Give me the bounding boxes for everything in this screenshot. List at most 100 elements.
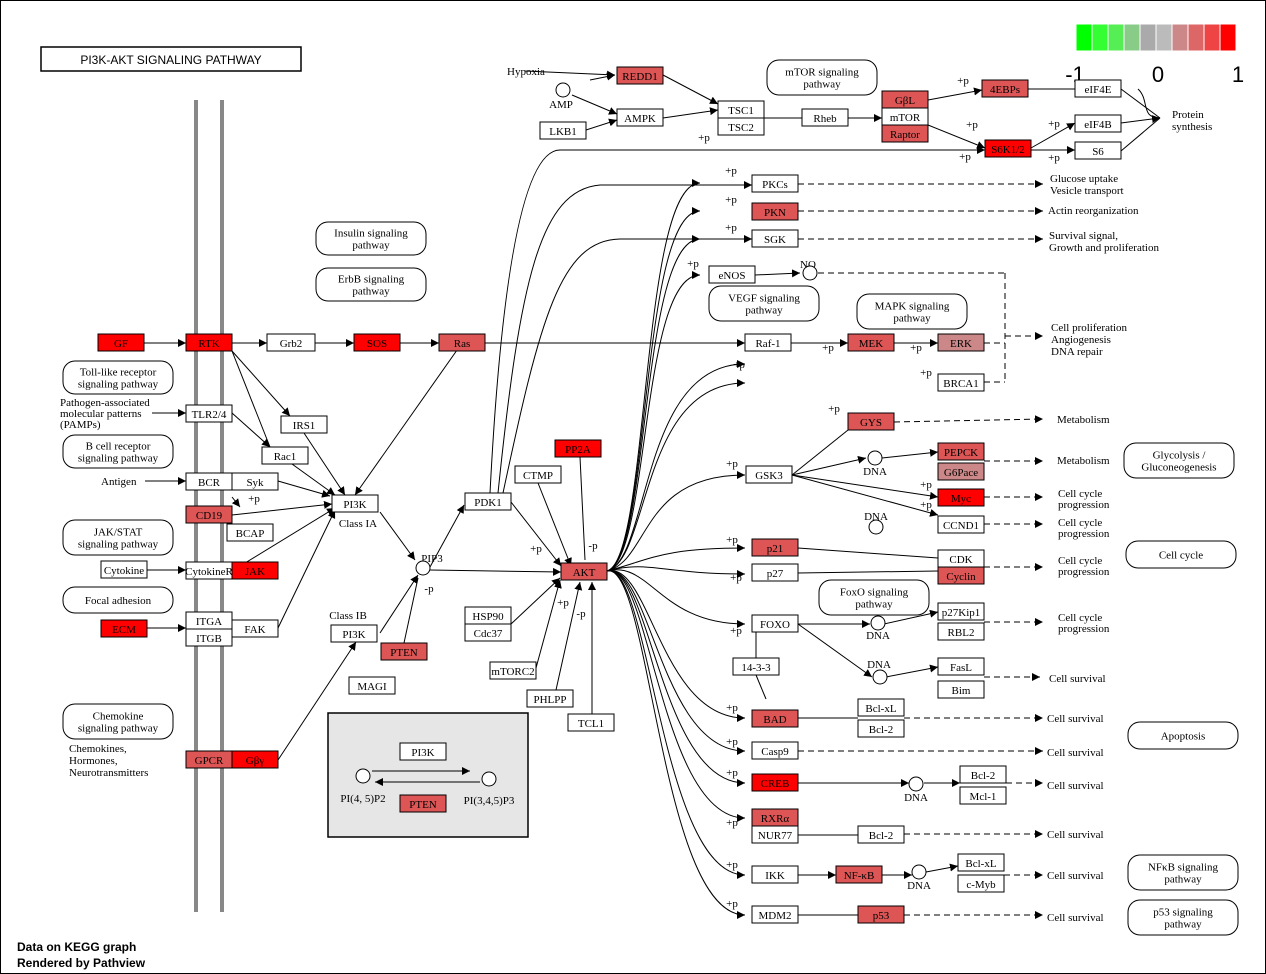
- node-bim[interactable]: [937, 680, 985, 699]
- node-gf[interactable]: [97, 333, 145, 352]
- node-pten[interactable]: [380, 642, 428, 661]
- node-rac1[interactable]: [261, 446, 309, 465]
- node-jak[interactable]: [231, 561, 279, 580]
- node-mcl1[interactable]: [959, 786, 1007, 805]
- node-ctmp[interactable]: [514, 465, 562, 484]
- pathway-nfkbpw[interactable]: [1127, 854, 1239, 891]
- node-g6pace[interactable]: [937, 462, 985, 481]
- pathway-jakstat[interactable]: [62, 519, 174, 556]
- node-rheb[interactable]: [801, 108, 849, 127]
- node-sgk[interactable]: [751, 229, 799, 248]
- node-ikk[interactable]: [751, 865, 799, 884]
- node-pepck[interactable]: [937, 442, 985, 461]
- note-dna: DNA: [904, 792, 928, 804]
- node-ampk[interactable]: [616, 108, 664, 127]
- node-eif4e[interactable]: [1074, 79, 1122, 98]
- node-bcap[interactable]: [226, 523, 274, 542]
- node-tcl1[interactable]: [567, 713, 615, 732]
- node-nur77[interactable]: [751, 825, 799, 844]
- node-erk[interactable]: [937, 333, 985, 352]
- node-pi3k[interactable]: [331, 494, 379, 513]
- node-ecm[interactable]: [100, 619, 148, 638]
- node-pp2a[interactable]: [554, 439, 602, 458]
- node-bclxl2[interactable]: [957, 853, 1005, 872]
- node-ras[interactable]: [438, 333, 486, 352]
- node-mtorc2[interactable]: [489, 661, 537, 680]
- node-pdk1[interactable]: [464, 492, 512, 511]
- node-enos[interactable]: [708, 265, 756, 284]
- node-4ebps[interactable]: [981, 79, 1029, 98]
- node-1433[interactable]: [732, 657, 780, 676]
- node-tsc2[interactable]: [717, 117, 765, 136]
- pathway-tlrpw[interactable]: [62, 360, 174, 395]
- note-metab: Metabolism: [1057, 455, 1110, 467]
- node-pkn[interactable]: [751, 202, 799, 221]
- node-casp9[interactable]: [751, 741, 799, 760]
- node-redd1[interactable]: [616, 66, 664, 85]
- node-eif4b[interactable]: [1074, 114, 1122, 133]
- node-creb[interactable]: [751, 773, 799, 792]
- node-p53[interactable]: [857, 905, 905, 924]
- pathway-mtorpw[interactable]: [766, 59, 878, 96]
- node-foxo[interactable]: [751, 614, 799, 633]
- node-p27[interactable]: [751, 563, 799, 582]
- node-bcl2c[interactable]: [857, 825, 905, 844]
- node-gby[interactable]: [231, 750, 279, 769]
- pathway-glyco[interactable]: [1123, 442, 1235, 479]
- node-inset_pten[interactable]: [399, 794, 447, 813]
- pathway-mapk[interactable]: [856, 293, 968, 330]
- node-rtk[interactable]: [185, 333, 233, 352]
- node-cytokine[interactable]: [100, 560, 148, 579]
- node-cd19[interactable]: [185, 505, 233, 524]
- node-lkb1[interactable]: [539, 121, 587, 140]
- node-cdc37[interactable]: [464, 623, 512, 642]
- pathway-erbb[interactable]: [315, 267, 427, 302]
- node-p21[interactable]: [751, 538, 799, 557]
- node-mek[interactable]: [847, 333, 895, 352]
- node-pkcs[interactable]: [751, 174, 799, 193]
- pathway-vegf[interactable]: [708, 285, 820, 322]
- node-phlpp[interactable]: [526, 689, 574, 708]
- node-syk[interactable]: [231, 472, 279, 491]
- pathway-insulin[interactable]: [315, 221, 427, 256]
- node-inset_pi3k[interactable]: [399, 742, 447, 761]
- pathway-cellcycle[interactable]: [1125, 540, 1237, 569]
- note-plusp: +p: [828, 403, 840, 415]
- node-irs1[interactable]: [280, 415, 328, 434]
- node-p27kip1[interactable]: [937, 602, 985, 621]
- note-cellsurv: Cell survival: [1047, 747, 1104, 759]
- node-raptor[interactable]: [881, 124, 929, 143]
- node-tlr[interactable]: [185, 404, 233, 423]
- node-brca1[interactable]: [937, 373, 985, 392]
- node-akt[interactable]: [560, 562, 608, 581]
- node-sos[interactable]: [353, 333, 401, 352]
- node-mdm2[interactable]: [751, 905, 799, 924]
- node-grb2[interactable]: [266, 333, 316, 352]
- node-bcl2b[interactable]: [959, 765, 1007, 784]
- node-bclxl[interactable]: [857, 698, 905, 717]
- node-ccnd1[interactable]: [937, 515, 985, 534]
- node-pi3kb[interactable]: [330, 624, 378, 643]
- pathway-p53pw[interactable]: [1127, 899, 1239, 936]
- node-gys[interactable]: [847, 412, 895, 431]
- node-bcl2a[interactable]: [857, 719, 905, 738]
- node-fak[interactable]: [231, 619, 279, 638]
- node-rbl2[interactable]: [937, 622, 985, 641]
- inset-pi345-label: PI(3,4,5)P3: [464, 795, 515, 807]
- node-nfkb[interactable]: [835, 865, 883, 884]
- node-s6[interactable]: [1074, 141, 1122, 160]
- node-cyclin[interactable]: [937, 566, 985, 585]
- node-raf1[interactable]: [744, 333, 792, 352]
- pathway-focal[interactable]: [62, 586, 174, 614]
- pathway-apoptosis[interactable]: [1127, 721, 1239, 750]
- node-bad[interactable]: [751, 709, 799, 728]
- pathway-foxopw[interactable]: [818, 579, 930, 616]
- pathway-bcellpw[interactable]: [62, 434, 174, 469]
- node-s6k[interactable]: [984, 139, 1032, 158]
- pathway-chemokine[interactable]: [62, 703, 174, 740]
- node-fasl[interactable]: [937, 657, 985, 676]
- node-gsk3[interactable]: [745, 465, 793, 484]
- node-cmyb[interactable]: [957, 874, 1005, 893]
- node-magi[interactable]: [348, 676, 396, 695]
- node-myc[interactable]: [937, 488, 985, 507]
